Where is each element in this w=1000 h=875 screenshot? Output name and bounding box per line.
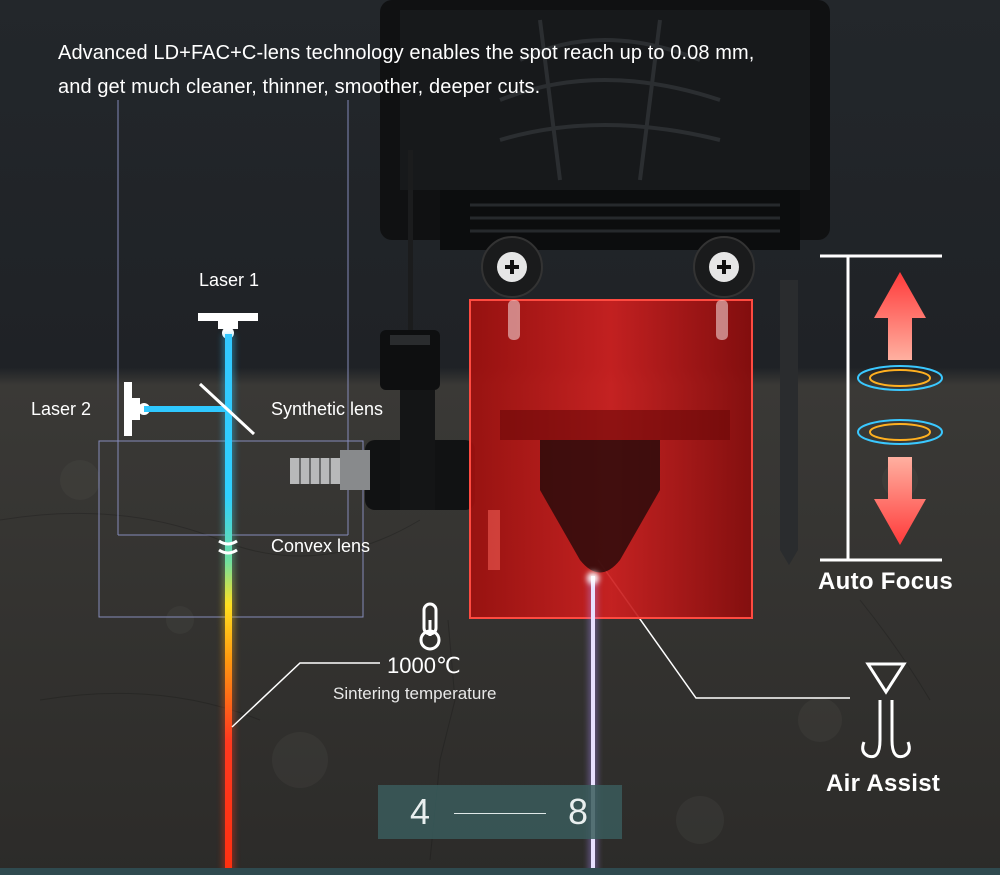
synthetic-lens-label: Synthetic lens — [271, 399, 384, 419]
convex-lens-element — [218, 539, 238, 546]
laser-2-label: Laser 2 — [31, 399, 92, 419]
slide-indicator[interactable]: 4 8 — [378, 785, 622, 839]
laser-1-label: Laser 1 — [199, 270, 260, 290]
synthetic-lens-element — [198, 382, 256, 436]
temperature-caption: Sintering temperature — [333, 684, 497, 703]
thermometer-icon — [419, 602, 441, 651]
laser-housing — [380, 0, 830, 565]
slide-indicator-end: 8 — [568, 791, 589, 832]
auto-focus-label: Auto Focus — [818, 568, 953, 595]
headline-line-1: Advanced LD+FAC+C-lens technology enable… — [58, 42, 755, 64]
slide-indicator-line — [454, 813, 546, 814]
air-nozzle-icon — [861, 662, 911, 759]
headline-line-2: and get much cleaner, thinner, smoother,… — [58, 76, 541, 98]
auto-focus-bracket — [820, 254, 942, 562]
slide-indicator-start: 4 — [410, 791, 431, 832]
red-shell — [469, 299, 753, 619]
bottom-bar — [0, 868, 1000, 875]
up-down-arrows-icon — [857, 272, 943, 545]
convex-lens-label: Convex lens — [271, 536, 371, 556]
air-assist-label: Air Assist — [826, 770, 941, 797]
temperature-value: 1000℃ — [387, 653, 461, 678]
